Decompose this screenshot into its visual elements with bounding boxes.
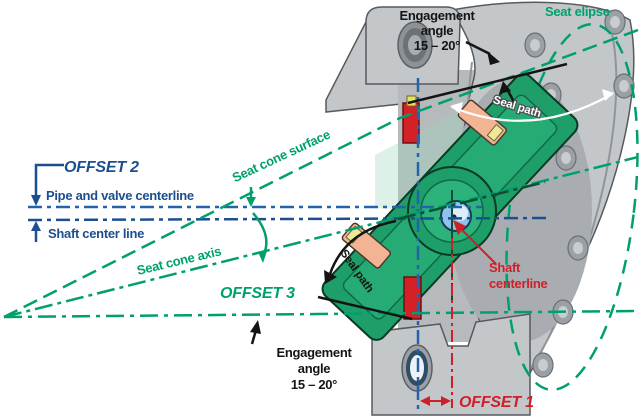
seal-path-top-arrow-right <box>602 89 614 101</box>
engagement-top-small-arrow <box>499 81 511 94</box>
label-offset-2: OFFSET 2 <box>64 159 139 176</box>
label-engagement-bottom-1: Engagement <box>276 345 352 360</box>
label-shaft-centerline-2: centerline <box>489 276 547 291</box>
top-lug-hole-center <box>408 35 422 55</box>
label-offset-3: OFFSET 3 <box>220 285 295 302</box>
label-shaft-center-line: Shaft center line <box>48 226 144 241</box>
label-engagement-top-1: Engagement <box>399 8 475 23</box>
seal-path-top-arrow-left <box>450 102 463 114</box>
label-engagement-top-3: 15 – 20° <box>414 38 460 53</box>
label-engagement-top-2: angle <box>421 23 454 38</box>
engagement-top-leader <box>465 40 491 56</box>
seal-path-bottom-arrow <box>324 270 337 284</box>
label-engagement-bottom-2: angle <box>298 361 331 376</box>
offset3-angle-arc <box>252 212 268 255</box>
label-seat-elipse: Seat elipse <box>545 4 610 19</box>
offset2-arrow-down <box>31 195 41 206</box>
engagement-tangent-bottom <box>317 295 413 321</box>
offset1-arrow-left <box>420 396 430 406</box>
shaft-centerline-pointer <box>461 229 497 265</box>
offset3-arrow-bottom <box>258 251 267 263</box>
shaft-center-line-line <box>27 216 549 222</box>
annotations <box>3 28 639 410</box>
offset1-arrow-right <box>441 396 451 406</box>
label-pipe-valve-centerline: Pipe and valve centerline <box>46 188 194 203</box>
shaft-centerline-arrow <box>453 220 466 235</box>
label-shaft-centerline-1: Shaft <box>489 260 521 275</box>
label-offset-1: OFFSET 1 <box>459 394 534 411</box>
offset2-arrow-up <box>31 221 41 231</box>
engagement-tangent-top <box>407 62 568 105</box>
seat-cone-surface-line <box>3 28 639 319</box>
label-engagement-bottom-3: 15 – 20° <box>291 377 337 392</box>
seat-cone-axis-over-disc <box>397 180 546 221</box>
seal-ring-top <box>457 99 507 146</box>
seat-cone-axis-line <box>3 155 639 319</box>
seat-ellipse-outline <box>505 22 639 392</box>
seat-segment-top <box>402 102 420 144</box>
seat-cone-baseline <box>3 309 639 319</box>
engagement-top-arrow <box>487 51 500 65</box>
seal-path-arc-top <box>451 93 613 122</box>
engagement-bottom-arrow <box>250 320 261 334</box>
offset2-leader <box>34 163 64 197</box>
seal-path-arc-bottom <box>328 219 397 275</box>
offset3-arrow-top <box>246 197 256 207</box>
